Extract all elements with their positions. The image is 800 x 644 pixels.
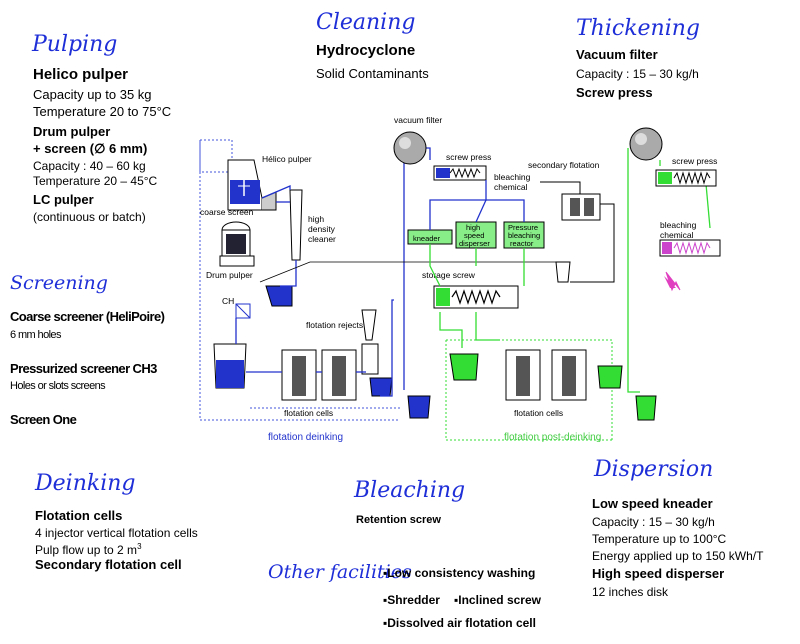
bleaching-chemical-label-1: bleaching (494, 172, 531, 182)
hd-cleaner-label-3: cleaner (308, 234, 336, 244)
pb-reactor-label-1: Pressure (508, 223, 538, 232)
dispersion-heading: Dispersion (594, 457, 714, 482)
secondary-flotation-title: Secondary flotation cell (35, 557, 182, 572)
hd-cleaner-label-1: high (308, 214, 324, 224)
centre-blue-flows (429, 180, 525, 230)
facility-shredder: ▪Shredder (383, 593, 440, 607)
vacuum-filter-right (629, 127, 663, 161)
hs-disperser-label-1: high (466, 223, 480, 232)
kneader-energy: Energy applied up to 150 kWh/T (592, 549, 764, 563)
flotation-cell-2 (321, 349, 357, 401)
ch-label: CH (222, 296, 234, 306)
retention-screw-unit (659, 239, 721, 257)
flotation-post-deinking-label: flotation post-deinking (504, 432, 601, 443)
drum-pulper-unit (219, 221, 255, 267)
left-flow-lines (235, 147, 431, 397)
lc-pulper-title: LC pulper (33, 192, 94, 207)
pb-reactor-label-2: bleaching (508, 231, 540, 240)
facility-dissolved-air-flotation: ▪Dissolved air flotation cell (383, 616, 536, 630)
other-facilities-heading: Other facilities (268, 561, 412, 583)
screen-one-title: Screen One (10, 412, 77, 427)
low-speed-kneader-title: Low speed kneader (592, 496, 713, 511)
kneader-label: kneader (413, 234, 441, 243)
flotation-cell-4 (551, 349, 587, 401)
flotation-cells-right-label: flotation cells (514, 408, 563, 418)
kneader-capacity: Capacity : 15 – 30 kg/h (592, 515, 715, 529)
facility-inclined-screw: ▪Inclined screw (454, 593, 541, 607)
dotted-left-boundary (199, 140, 400, 421)
helico-pulper-title: Helico pulper (33, 66, 129, 83)
disperser-disk: 12 inches disk (592, 585, 669, 599)
bleaching-chemical-right-1: bleaching (660, 220, 697, 230)
drum-temperature: Temperature 20 – 45°C (33, 174, 158, 188)
screw-press-right (655, 169, 717, 187)
helico-pulper-unit (227, 159, 263, 211)
hs-disperser-box (455, 221, 497, 249)
dotted-feed-box (199, 139, 233, 173)
right-outlet-tank (597, 365, 623, 389)
pb-reactor-box (503, 221, 545, 249)
drum-pulper-title: Drum pulper (33, 124, 111, 139)
helico-temperature: Temperature 20 to 75°C (33, 104, 172, 119)
vacuum-filter-title: Vacuum filter (576, 47, 658, 62)
flotation-cells-title: Flotation cells (35, 508, 123, 523)
hs-disperser-label-3: disperser (459, 239, 490, 248)
helico-capacity: Capacity up to 35 kg (33, 87, 152, 102)
coarse-screener-title: Coarse screener (HeliPoire) (10, 309, 165, 324)
hydrocyclone-subtitle: Solid Contaminants (316, 66, 429, 81)
deinking-heading: Deinking (35, 471, 136, 496)
pb-reactor-label-3: reactor (510, 239, 534, 248)
pressurized-screener-note: Holes or slots screens (10, 380, 106, 392)
flotation-cells-left-label: flotation cells (284, 408, 333, 418)
flotation-cell-3 (505, 349, 541, 401)
vacuum-filter-label: vacuum filter (394, 115, 442, 125)
secondary-flotation-label: secondary flotation (528, 160, 600, 170)
coarse-screen-label: coarse screen (200, 207, 254, 217)
kneader-temperature: Temperature up to 100°C (592, 532, 727, 546)
high-density-cleaner-unit (289, 189, 303, 261)
hydrocyclone-title: Hydrocyclone (316, 42, 416, 59)
facility-low-consistency-washing: ▪Low consistency washing (383, 566, 536, 580)
screw-press-right-label: screw press (672, 156, 717, 166)
hd-cleaner-label-2: density (308, 224, 336, 234)
flotation-rejects-label: flotation rejects (306, 320, 363, 330)
high-speed-disperser-title: High speed disperser (592, 566, 725, 581)
screw-press-centre (433, 165, 487, 181)
screw-press-title: Screw press (576, 85, 653, 100)
green-outlet-tank (635, 395, 657, 421)
deinking-line2: Pulp flow up to 2 m3 (35, 542, 142, 557)
screw-press-label: screw press (446, 152, 491, 162)
drum-pulper-screen: + screen (∅ 6 mm) (33, 141, 148, 156)
screening-heading: Screening (10, 272, 108, 294)
thickening-heading: Thickening (576, 16, 701, 41)
flotation-cell-1 (281, 349, 317, 401)
blue-outlet-tank (407, 395, 431, 419)
secondary-flotation-unit (561, 193, 601, 221)
secondary-hydrocyclone (361, 309, 377, 341)
bleaching-chemical-label-2: chemical (494, 182, 528, 192)
bleaching-heading: Bleaching (354, 478, 466, 503)
lc-pulper-note: (continuous or batch) (33, 210, 146, 224)
vacuum-filter-centre (393, 131, 427, 165)
storage-screw-label: storage screw (422, 270, 476, 280)
storage-screw-unit (433, 285, 519, 309)
drum-pulper-label: Drum pulper (206, 270, 253, 280)
pulping-heading: Pulping (32, 32, 118, 57)
helico-pulper-label: Hélico pulper (262, 154, 312, 164)
flotation-deinking-label: flotation deinking (268, 432, 343, 443)
drum-capacity: Capacity : 40 – 60 kg (33, 159, 146, 173)
bleaching-chemical-right-2: chemical (660, 230, 694, 240)
right-feed-tank (449, 353, 479, 381)
vacuum-filter-capacity: Capacity : 15 – 30 kg/h (576, 67, 699, 81)
pressurized-screener-title: Pressurized screener CH3 (10, 361, 157, 376)
cleaning-heading: Cleaning (316, 10, 416, 35)
retention-screw: Retention screw (356, 514, 441, 526)
hs-disperser-label-2: speed (464, 231, 484, 240)
lc-tank (265, 285, 293, 307)
deinking-line1: 4 injector vertical flotation cells (35, 526, 198, 540)
coarse-screener-note: 6 mm holes (10, 329, 61, 341)
